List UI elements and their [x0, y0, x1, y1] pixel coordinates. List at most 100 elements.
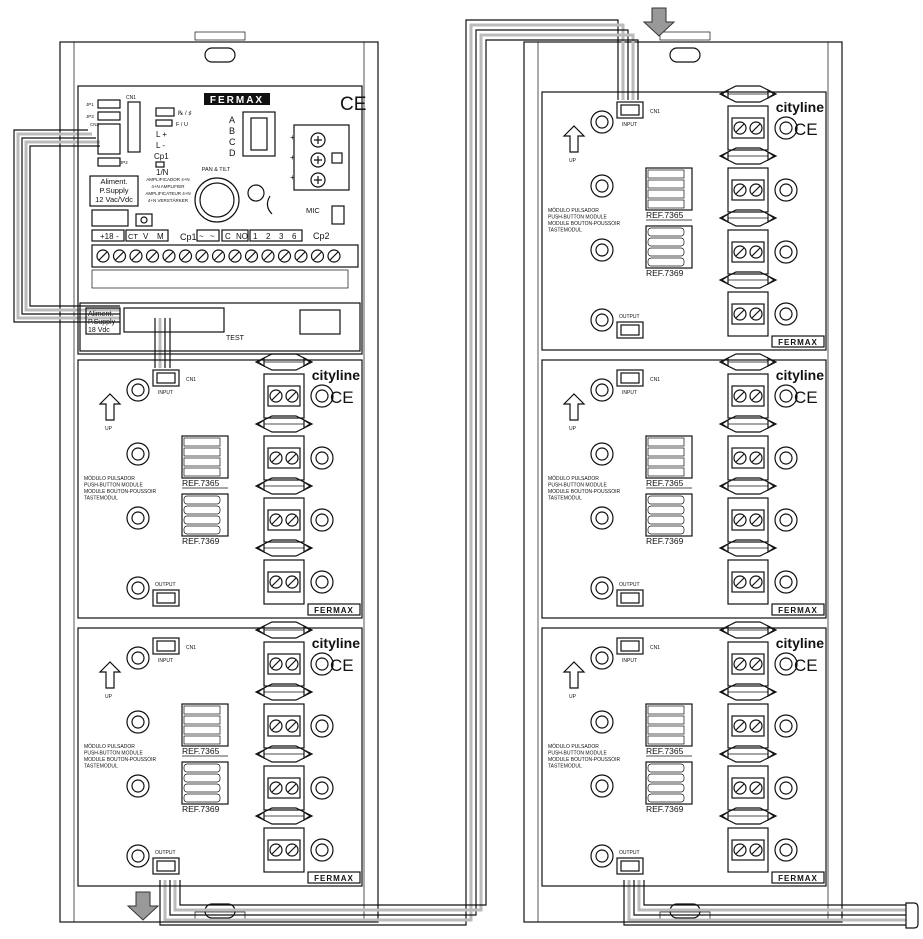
up-arrow-icon: [562, 125, 586, 153]
module-cn1-label: CN1: [650, 645, 660, 651]
terminal-labels: +18 - CT V M Cp1 ~ ~ C NO 1 2 3 6 Cp2: [91, 229, 330, 242]
module-desc-line: PUSH-BUTTON MODULE: [84, 751, 143, 757]
module-cn1-label: CN1: [650, 109, 660, 115]
amp-test: TEST: [226, 335, 245, 342]
module-ce-mark: CE: [794, 120, 818, 139]
amp-mic: MIC: [306, 206, 320, 215]
module-ref-a: REF.7365: [646, 210, 684, 220]
module-ref-b: REF.7369: [182, 804, 220, 814]
module-footer-brand: FERMAX: [314, 606, 354, 615]
amp-supply-1: Aliment.: [100, 177, 127, 186]
module-desc-line: MÓDULO PULSADOR: [84, 475, 135, 482]
module-input-label: INPUT: [622, 658, 637, 664]
module-input-label: INPUT: [622, 390, 637, 396]
amp-supply-2: P.Supply: [99, 186, 128, 195]
module-up-label: UP: [569, 426, 577, 432]
module-cn1-label: CN1: [186, 645, 196, 651]
amp-jp3: JP3: [86, 114, 94, 119]
module-desc-line: PUSH-BUTTON MODULE: [548, 483, 607, 489]
module-desc-line: MODULE BOUTON-POUSSOIR: [84, 489, 157, 495]
term-1: 1: [253, 232, 258, 241]
amp-cn1: CN1: [126, 95, 136, 101]
term-3: 3: [279, 232, 284, 241]
amp-line-plus: L +: [156, 130, 167, 139]
amp-jp2: JP2: [120, 160, 128, 165]
module-up-label: UP: [105, 694, 113, 700]
arrow-down-top-icon: [642, 7, 676, 37]
amplifier-brand-box: [204, 93, 270, 105]
pot-plus-3: +: [290, 173, 295, 182]
module-ref-b: REF.7369: [182, 536, 220, 546]
module-brand: cityline: [776, 367, 824, 383]
module-up-label: UP: [569, 158, 577, 164]
term-tilde1: ~: [199, 232, 204, 241]
module-cn1-label: CN1: [650, 377, 660, 383]
term-minus: -: [116, 232, 119, 241]
module-output-label: OUTPUT: [155, 850, 176, 856]
amp-bsupply-2: P.Supply: [88, 319, 116, 326]
term-6: 6: [292, 232, 297, 241]
term-plus18: +18: [100, 232, 114, 241]
module-brand: cityline: [776, 635, 824, 651]
amp-jumper-1: ℞ / ♯: [178, 110, 191, 117]
module-footer-brand: FERMAX: [778, 606, 818, 615]
term-2: 2: [266, 232, 271, 241]
module-input-label: INPUT: [622, 122, 637, 128]
module-ref-a: REF.7365: [182, 746, 220, 756]
module-ref-a: REF.7365: [182, 478, 220, 488]
amp-jp1: JP1: [86, 102, 94, 107]
term-c: C: [225, 232, 231, 241]
term-cp1: Cp1: [180, 232, 197, 242]
term-ct: CT: [128, 232, 138, 241]
module-output-label: OUTPUT: [619, 314, 640, 320]
module-output-label: OUTPUT: [619, 850, 640, 856]
module-desc-line: TASTEMODUL: [84, 764, 118, 770]
module-footer-brand: FERMAX: [778, 338, 818, 347]
up-arrow-icon: [98, 393, 122, 421]
module-footer-brand: FERMAX: [778, 874, 818, 883]
module-desc-line: MODULE BOUTON-POUSSOIR: [548, 489, 621, 495]
module-brand: cityline: [312, 635, 360, 651]
amp-d: D: [229, 148, 236, 158]
amp-jumper-2: F / U: [176, 122, 188, 128]
pot-plus-2: +: [290, 153, 295, 162]
amplifier-brand: FERMAX: [210, 95, 264, 106]
module-ref-b: REF.7369: [646, 536, 684, 546]
amp-b: B: [229, 126, 235, 136]
up-arrow-icon: [98, 661, 122, 689]
module-cn1-label: CN1: [186, 377, 196, 383]
amp-text-3: AMPLIFICATEUR 4+N: [145, 191, 190, 196]
term-tilde2: ~: [210, 232, 215, 241]
module-footer-brand: FERMAX: [314, 874, 354, 883]
term-cp2: Cp2: [313, 231, 330, 241]
flat-cables: [13, 19, 919, 929]
module-desc-line: MODULE BOUTON-POUSSOIR: [548, 221, 621, 227]
amplifier-unit: FERMAX CE JP1 JP3 CN2 JP2 CN1 ℞ / ♯ F / …: [77, 85, 366, 355]
amp-c: C: [229, 137, 236, 147]
module-desc-line: MÓDULO PULSADOR: [548, 743, 599, 750]
module-ref-b: REF.7369: [646, 804, 684, 814]
module-ce-mark: CE: [330, 388, 354, 407]
module-ref-b: REF.7369: [646, 268, 684, 278]
module-desc-line: TASTEMODUL: [548, 764, 582, 770]
module-ref-a: REF.7365: [646, 746, 684, 756]
term-m: M: [157, 232, 164, 241]
module-ce-mark: CE: [794, 656, 818, 675]
amp-terminal-strip: [96, 249, 341, 263]
module-up-label: UP: [105, 426, 113, 432]
pot-plus-1: +: [290, 133, 295, 142]
module-desc-line: MODULE BOUTON-POUSSOIR: [548, 757, 621, 763]
module-desc-line: TASTEMODUL: [548, 228, 582, 234]
module-input-label: INPUT: [158, 658, 173, 664]
module-brand: cityline: [776, 99, 824, 115]
module-desc-line: TASTEMODUL: [84, 496, 118, 502]
amp-supply-3: 12 Vac/Vdc: [95, 195, 133, 204]
term-no: NO: [236, 232, 248, 241]
module-up-label: UP: [569, 694, 577, 700]
amplifier-ce-mark: CE: [340, 94, 366, 115]
module-desc-line: MÓDULO PULSADOR: [548, 475, 599, 482]
